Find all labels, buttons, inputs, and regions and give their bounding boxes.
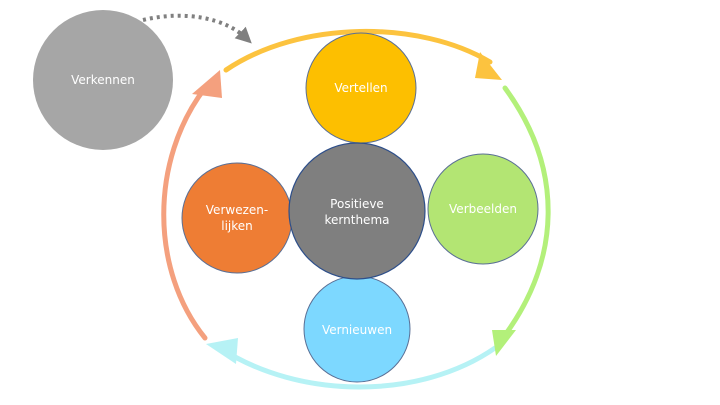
cycle-arc-bottom: [217, 345, 498, 390]
arrowhead-right-icon: [492, 330, 516, 356]
cycle-arc-top: [223, 29, 493, 73]
node-vertellen: [305, 32, 417, 144]
arrowhead-top-icon: [475, 52, 502, 80]
node-verkennen: [33, 10, 173, 150]
cycle-arc-right: [502, 85, 551, 338]
node-positieve-kernthema: [288, 142, 426, 280]
node-vernieuwen: [303, 275, 411, 383]
cycle-arc-left: [161, 85, 208, 341]
arrowhead-bottom-icon: [206, 338, 238, 364]
node-verbeelden: [427, 153, 539, 265]
arrowhead-left-icon: [192, 70, 222, 98]
dotted-entry-arrow: [142, 13, 252, 44]
node-verwezenlijken: [181, 162, 293, 274]
